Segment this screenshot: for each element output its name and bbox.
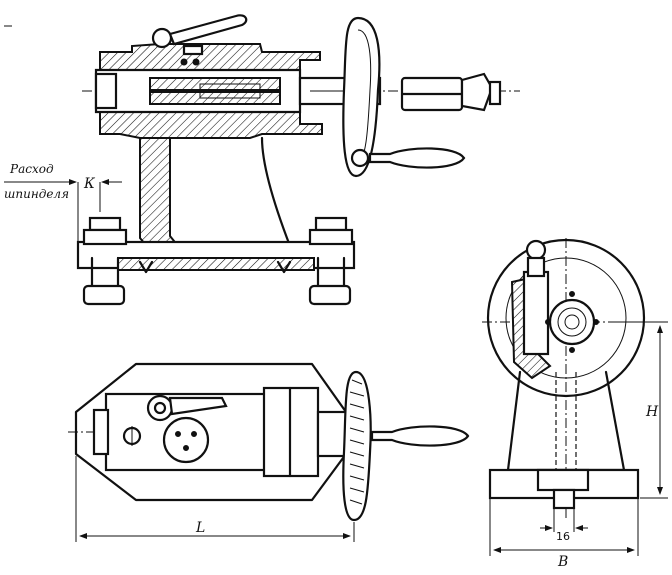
- clamp-lever-handle: [151, 14, 248, 66]
- dimension-l-label: L: [195, 520, 205, 536]
- handwheel-plan: [342, 370, 470, 522]
- spindle-travel-label-line1: Расход: [9, 162, 54, 176]
- clamp-bolt-right: [308, 216, 354, 306]
- dimension-b-label: B: [557, 554, 568, 570]
- dimension-h-label: H: [645, 404, 659, 420]
- sectional-elevation-view: Расход шпинделя К: [4, 14, 520, 306]
- end-view: H 16 B: [482, 238, 668, 570]
- dimension-k-label: К: [83, 176, 96, 192]
- cutting-tool: [400, 72, 502, 112]
- spindle-travel-label-line2: шпинделя: [4, 187, 69, 201]
- clamp-bolt-left: [82, 216, 128, 306]
- handwheel-elevation: [342, 16, 466, 178]
- dimension-16-label: 16: [556, 530, 570, 543]
- plan-view: L: [68, 362, 470, 542]
